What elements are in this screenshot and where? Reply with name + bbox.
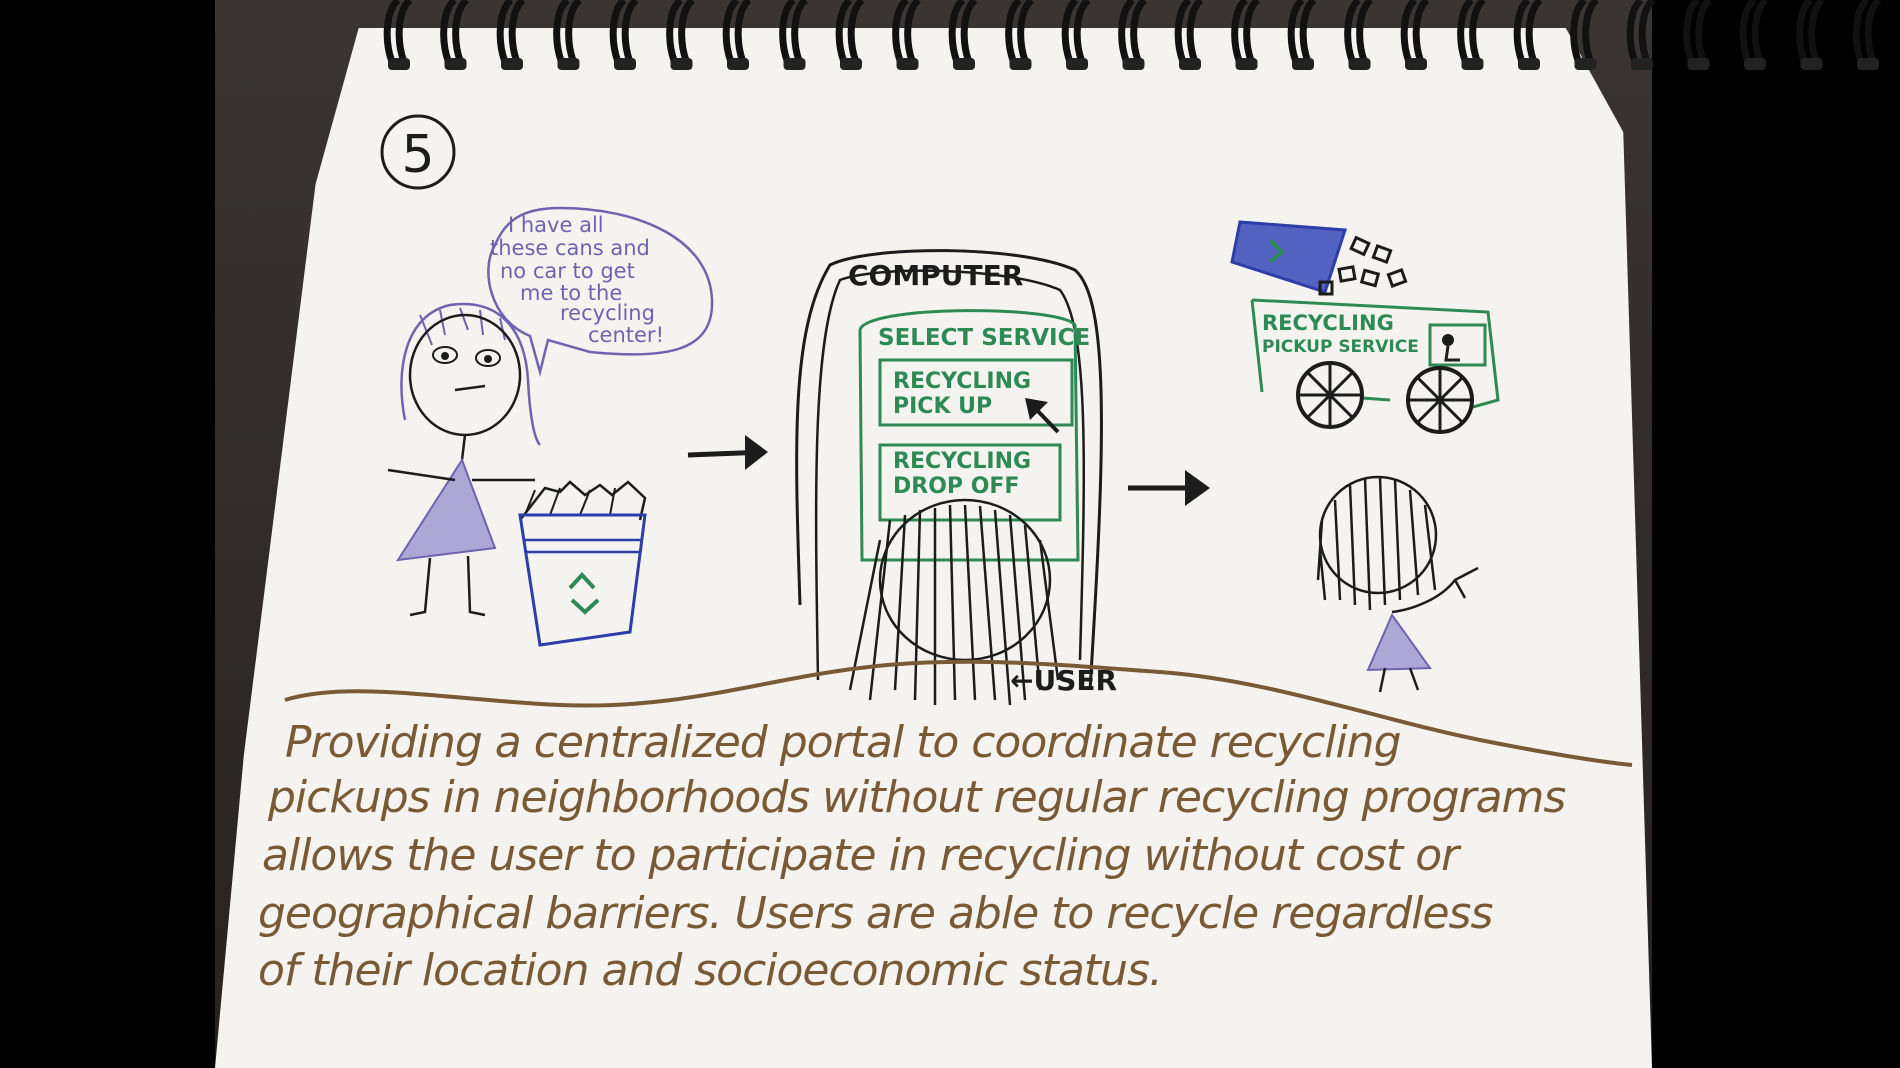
spiral-ring (835, 0, 865, 64)
spiral-hole (727, 58, 749, 70)
ground-line (284, 659, 1633, 767)
spiral-ring (1400, 0, 1430, 64)
spiral-ring (440, 0, 470, 64)
computer-title: COMPUTER (848, 259, 1023, 292)
cursor-arrow-icon (1025, 398, 1060, 434)
bubble-line-6: center! (588, 323, 664, 347)
spiral-ring (496, 0, 526, 64)
spiral-hole (783, 58, 806, 70)
spiral-hole (1009, 58, 1032, 70)
spiral-ring (1231, 0, 1261, 64)
spiral-ring (722, 0, 752, 64)
spiral-hole (1348, 58, 1371, 70)
spiral-ring (1174, 0, 1204, 64)
spiral-hole (896, 58, 919, 70)
spiral-ring (892, 0, 922, 64)
spiral-ring (1626, 0, 1656, 64)
computer: COMPUTER SELECT SERVICE RECYCLING PICK U… (795, 249, 1117, 706)
bubble-line-2: these cans and (490, 236, 650, 260)
spiral-hole (1574, 58, 1597, 70)
spiral-hole (1292, 58, 1314, 70)
spiral-hole (670, 58, 693, 70)
caption-line-4: geographical barriers. Users are able to… (258, 888, 1492, 939)
spiral-hole (1518, 58, 1540, 70)
caption-line-2: pickups in neighborhoods without regular… (267, 772, 1565, 823)
caption-line-3: allows the user to participate in recycl… (262, 830, 1462, 881)
spiral-ring (383, 0, 413, 64)
spiral-ring (1287, 0, 1317, 64)
spiral-ring (1570, 0, 1600, 64)
spiral-hole (1800, 58, 1823, 70)
girl-figure (387, 302, 541, 617)
arrow-right-icon-2 (1128, 470, 1210, 506)
cans (1318, 235, 1408, 296)
spiral-ring (1739, 0, 1769, 64)
spiral-ring (553, 0, 583, 64)
bubble-line-5: recycling (560, 301, 655, 325)
spiral-hole (501, 58, 523, 70)
bubble-line-3: no car to get (500, 259, 635, 283)
spiral-ring (948, 0, 978, 64)
recycle-icon (568, 572, 600, 615)
spiral-hole (1066, 58, 1088, 70)
svg-text:I have all these cans an: I have all these cans and no car to get … (490, 213, 664, 347)
spiral-ring (1796, 0, 1826, 64)
spiral-hole (1405, 58, 1427, 70)
recycle-bin-tipping (1230, 220, 1348, 294)
spiral-ring (779, 0, 809, 64)
spiral-hole (840, 58, 862, 70)
spiral-hole (1179, 58, 1201, 70)
spiral-hole (444, 58, 467, 70)
spiral-ring (1118, 0, 1148, 64)
spiral-hole (1461, 58, 1484, 70)
spiral-hole (953, 58, 975, 70)
spiral-hole (1857, 58, 1879, 70)
spiral-ring (1005, 0, 1035, 64)
caption: Providing a centralized portal to coordi… (258, 717, 1578, 996)
spiral-hole (557, 58, 580, 70)
caption-line-1: Providing a centralized portal to coordi… (285, 717, 1401, 768)
recycling-bin (518, 480, 647, 647)
spiral-hole (1235, 58, 1258, 70)
spiral-hole (1744, 58, 1766, 70)
arrow-right-icon (687, 435, 768, 470)
caption-line-5: of their location and socioeconomic stat… (258, 945, 1162, 996)
spiral-ring (609, 0, 639, 64)
spiral-ring (1457, 0, 1487, 64)
spiral-hole (388, 58, 410, 70)
truck-label: RECYCLING PICKUP SERVICE (1262, 311, 1419, 357)
spiral-hole (1122, 58, 1145, 70)
svg-text:5: 5 (401, 125, 434, 185)
spiral-hole (1631, 58, 1653, 70)
bubble-line-4: me to the (520, 281, 622, 305)
svg-text:Providing a centralized portal: Providing a centralized portal to coordi… (258, 717, 1578, 996)
bubble-line-1: I have all (508, 213, 604, 237)
spiral-hole (1687, 58, 1710, 70)
page-number: 5 (380, 114, 456, 190)
pickup-truck: RECYCLING PICKUP SERVICE (1230, 220, 1500, 434)
truck-wheel-rear (1406, 366, 1474, 434)
spiral-ring (1852, 0, 1882, 64)
spiral-ring (666, 0, 696, 64)
screen-header: SELECT SERVICE (878, 325, 1090, 351)
happy-girl (1316, 475, 1479, 693)
truck-wheel-front (1296, 361, 1364, 429)
speech-bubble: I have all these cans and no car to get … (487, 206, 714, 377)
option-pickup: RECYCLING PICK UP (893, 369, 1039, 419)
option-dropoff: RECYCLING DROP OFF (893, 449, 1039, 499)
computer-screen: SELECT SERVICE RECYCLING PICK UP RECYCLI… (858, 309, 1090, 562)
spiral-ring (1061, 0, 1091, 64)
spiral-ring (1683, 0, 1713, 64)
spiral-ring (1344, 0, 1374, 64)
spiral-binding (383, 0, 1882, 70)
spiral-hole (614, 58, 636, 70)
spiral-ring (1513, 0, 1543, 64)
